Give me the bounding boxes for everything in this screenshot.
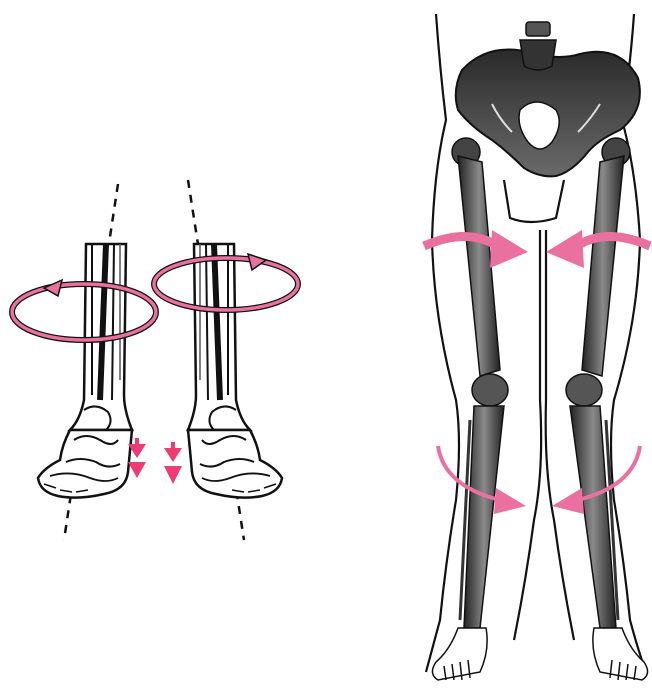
feet-panel	[12, 180, 298, 540]
downward-arrow-right	[128, 438, 146, 478]
left-foot-bones	[432, 628, 487, 680]
left-lower-leg	[188, 244, 250, 430]
legs-panel	[424, 14, 650, 680]
downward-arrow-left	[164, 442, 182, 484]
right-femur	[566, 138, 630, 406]
left-femur	[452, 138, 508, 406]
left-tibia	[460, 406, 504, 628]
